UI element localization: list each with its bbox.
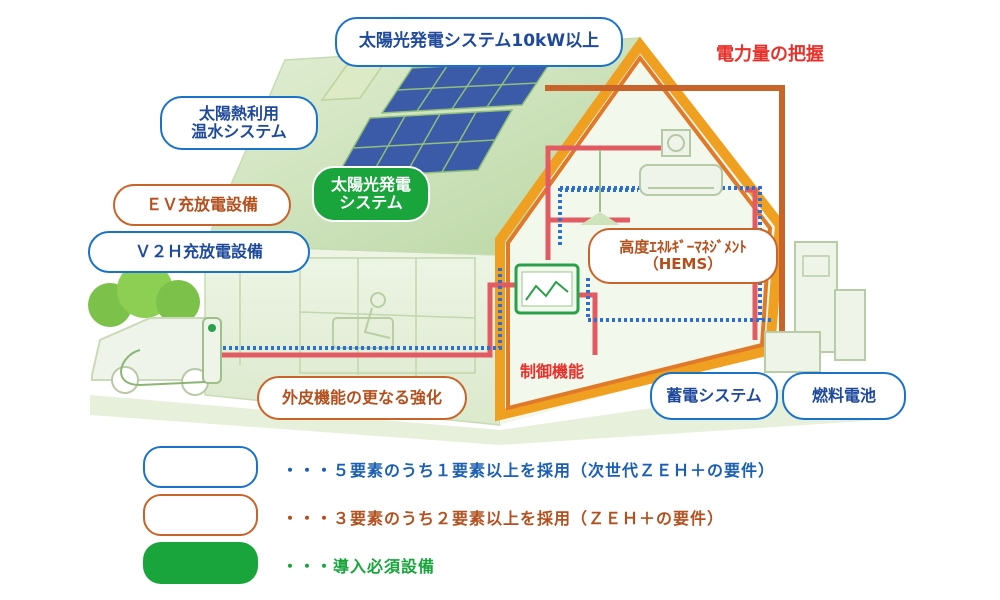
power-monitor-line [545, 85, 785, 355]
side-windows [239, 255, 476, 378]
solar-panel-bottom [334, 109, 514, 179]
label-solar-10kw: 太陽光発電システム10kW以上 [335, 17, 623, 67]
label-hems: 高度ｴﾈﾙｷﾞｰﾏﾈｼﾞﾒﾝﾄ （HEMS） [588, 228, 778, 284]
storage-battery-unit [764, 331, 821, 373]
ground [90, 375, 880, 445]
label-v2h: Ｖ２Ｈ充放電設備 [88, 231, 310, 273]
label-ev: ＥＶ充放電設備 [113, 184, 291, 226]
legend-text-blue: ・・・５要素のうち１要素以上を採用（次世代ＺＥＨ＋の要件） [282, 461, 776, 480]
fan-unit [661, 129, 691, 157]
legend-text-green: ・・・導入必須設備 [282, 557, 436, 576]
solar-panel-top [380, 59, 554, 114]
label-solar-pv: 太陽光発電 システム [312, 166, 430, 222]
ceiling-lamp [580, 150, 620, 225]
label-storage: 蓄電システム [650, 372, 778, 420]
legend-text-orange: ・・・３要素のうち２要素以上を採用（ＺＥＨ＋の要件） [282, 509, 725, 528]
tree [88, 262, 200, 327]
label-solar-thermal: 太陽熱利用 温水システム [160, 96, 318, 150]
label-fuel-cell: 燃料電池 [782, 372, 906, 420]
air-conditioner [639, 164, 723, 196]
ev-charger [120, 317, 222, 387]
legend-swatch-green [143, 542, 258, 584]
label-power-monitor: 電力量の把握 [716, 44, 824, 65]
hems-monitor [514, 263, 580, 315]
legend-swatch-orange [143, 494, 258, 536]
label-insulation: 外皮機能の更なる強化 [257, 376, 467, 420]
legend-swatch-blue [143, 446, 258, 488]
label-control: 制御機能 [520, 362, 585, 381]
